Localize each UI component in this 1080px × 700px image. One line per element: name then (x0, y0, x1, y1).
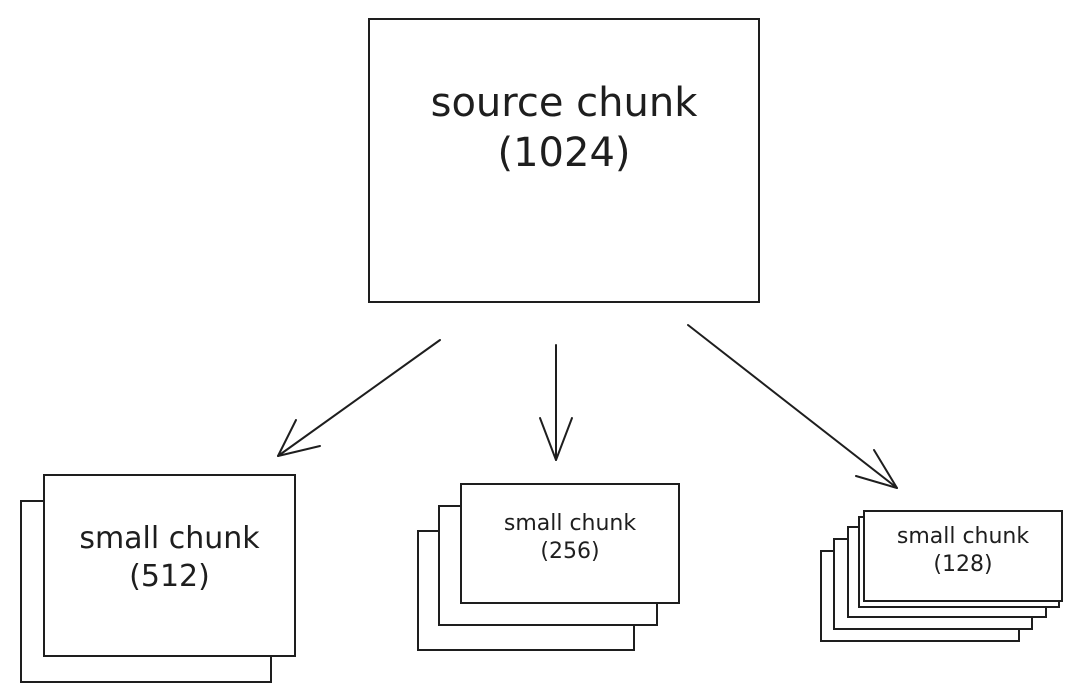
source-chunk-label: source chunk (430, 80, 698, 126)
small-chunk-256-size: (256) (540, 538, 600, 564)
small-chunk-256-text: small chunk (256) (460, 510, 680, 565)
arrow-to-512 (277, 339, 441, 457)
source-chunk-box (368, 18, 760, 303)
arrow-to-128 (687, 324, 898, 489)
small-chunk-512-size: (512) (129, 558, 210, 594)
arrow-to-256 (539, 344, 573, 461)
small-chunk-128-size: (128) (933, 551, 993, 577)
stack-sheet-256-front (460, 483, 680, 604)
source-chunk-text: source chunk (1024) (368, 78, 760, 178)
source-chunk-size: (1024) (497, 130, 631, 176)
stack-sheet-128-front (863, 510, 1063, 602)
small-chunk-128-label: small chunk (896, 524, 1030, 549)
small-chunk-512-text: small chunk (512) (43, 520, 296, 595)
small-chunk-128-text: small chunk (128) (863, 523, 1063, 578)
small-chunk-512-label: small chunk (79, 521, 260, 556)
small-chunk-256-label: small chunk (503, 511, 637, 536)
stack-sheet-512-front (43, 474, 296, 657)
